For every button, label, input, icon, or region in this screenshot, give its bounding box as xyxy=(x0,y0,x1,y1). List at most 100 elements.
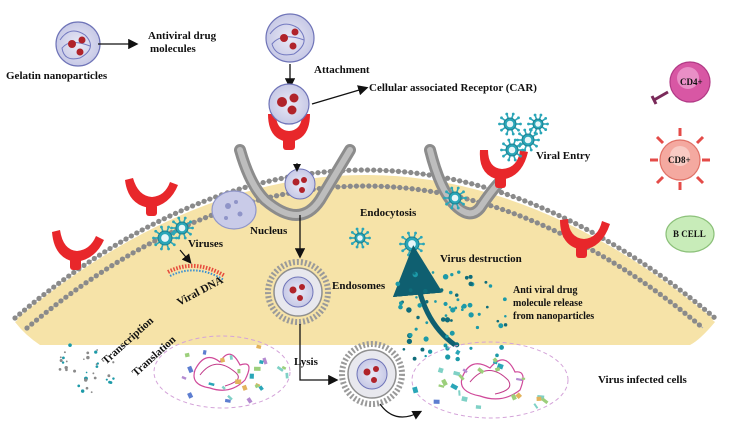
lipid-head xyxy=(371,167,377,173)
lipid-head xyxy=(139,227,145,233)
lipid-head xyxy=(68,290,74,297)
lipid-head xyxy=(611,260,617,266)
lipid-head xyxy=(31,299,37,305)
lipid-head xyxy=(383,167,389,174)
lipid-head xyxy=(505,208,512,215)
receptor-left-2 xyxy=(52,230,104,270)
lipid-head xyxy=(672,302,678,309)
lipid-head xyxy=(12,315,18,321)
lipid-head xyxy=(184,205,190,211)
virus xyxy=(500,138,524,162)
label-endocytosis: Endocytosis xyxy=(360,207,417,219)
lipid-head xyxy=(372,183,378,189)
receptor-car-top xyxy=(268,114,310,150)
receptor-right-2 xyxy=(560,219,610,258)
lipid-head xyxy=(672,283,678,289)
lipid-head xyxy=(578,223,584,230)
lipid-head xyxy=(201,198,207,204)
b-cell xyxy=(665,215,715,253)
receptor-right-1 xyxy=(479,150,528,188)
lipid-head xyxy=(611,242,617,248)
lipid-head xyxy=(123,236,129,242)
label-virus-destruction: Virus destruction xyxy=(440,253,522,265)
lipid-head xyxy=(178,208,184,214)
lipid-head xyxy=(677,306,683,312)
lipid-head xyxy=(414,170,420,176)
lipid-head xyxy=(590,247,596,254)
lipid-head xyxy=(353,183,360,189)
lipid-head xyxy=(533,202,539,209)
lipid-head xyxy=(584,226,590,232)
virus xyxy=(349,227,371,249)
label-cd4: CD4+ xyxy=(680,77,703,87)
lipid-head xyxy=(662,295,668,301)
lipid-head xyxy=(36,295,42,301)
lipid-head xyxy=(341,183,347,190)
lipid-head xyxy=(652,269,658,275)
lipid-head xyxy=(96,252,103,258)
label-car: Cellular associated Receptor (CAR) xyxy=(369,82,537,94)
lipid-head xyxy=(71,269,77,276)
lipid-head xyxy=(156,218,162,224)
lipid-head xyxy=(420,171,426,177)
label-release-2: molecule release xyxy=(513,298,583,309)
lysis-debris-right xyxy=(411,341,569,419)
lipid-head xyxy=(662,276,668,282)
lipid-head xyxy=(481,184,487,190)
lipid-head xyxy=(197,217,203,223)
label-cd8: CD8+ xyxy=(668,155,691,165)
lipid-head xyxy=(706,310,712,316)
lipid-head xyxy=(516,196,522,202)
lipid-head xyxy=(539,205,545,211)
lipid-head xyxy=(408,169,414,176)
lipid-head xyxy=(470,197,476,204)
virus xyxy=(498,112,522,136)
lipid-head xyxy=(125,253,131,259)
lipid-head xyxy=(83,280,89,286)
lipid-head xyxy=(98,269,105,275)
lipid-head xyxy=(469,181,475,187)
virus xyxy=(152,225,178,251)
lipid-head xyxy=(202,215,209,221)
lipid-head xyxy=(545,207,551,213)
lipid-head xyxy=(475,182,481,188)
lipid-head xyxy=(33,317,40,323)
lipid-head xyxy=(556,212,562,219)
lipid-head xyxy=(652,288,658,294)
nucleus xyxy=(211,190,257,230)
lipid-head xyxy=(534,220,540,226)
lipid-head xyxy=(145,224,151,230)
label-viruses: Viruses xyxy=(188,238,224,250)
lipid-head xyxy=(335,184,341,190)
endosome-lysis xyxy=(339,341,405,407)
lipid-head xyxy=(21,307,28,313)
lipid-head xyxy=(29,321,35,327)
lipid-head xyxy=(378,183,384,189)
lipid-head xyxy=(528,217,535,224)
lipid-head xyxy=(451,176,457,183)
lipid-head xyxy=(605,238,611,245)
cd4-cell xyxy=(650,61,711,105)
lipid-head xyxy=(511,211,517,217)
lipid-head xyxy=(384,184,391,190)
lipid-head xyxy=(280,191,286,198)
lipid-head xyxy=(141,244,147,250)
lipid-head xyxy=(523,215,529,221)
lipid-head xyxy=(546,225,552,231)
lipid-head xyxy=(93,273,99,279)
receptor-left-1 xyxy=(125,178,178,216)
lipid-head xyxy=(426,172,432,178)
lipid-head xyxy=(444,175,451,181)
lipid-head xyxy=(389,168,395,174)
label-bcell: B CELL xyxy=(673,229,706,239)
debris-fragments xyxy=(181,344,549,410)
lipid-head xyxy=(130,250,136,256)
drug-release-particles xyxy=(58,270,508,394)
lipid-head xyxy=(358,167,364,173)
lipid-head xyxy=(622,267,628,273)
lipid-head xyxy=(397,184,403,191)
lipid-head xyxy=(109,263,115,269)
lipid-head xyxy=(366,183,372,189)
lipid-head xyxy=(696,322,702,328)
lipid-head xyxy=(104,266,110,272)
